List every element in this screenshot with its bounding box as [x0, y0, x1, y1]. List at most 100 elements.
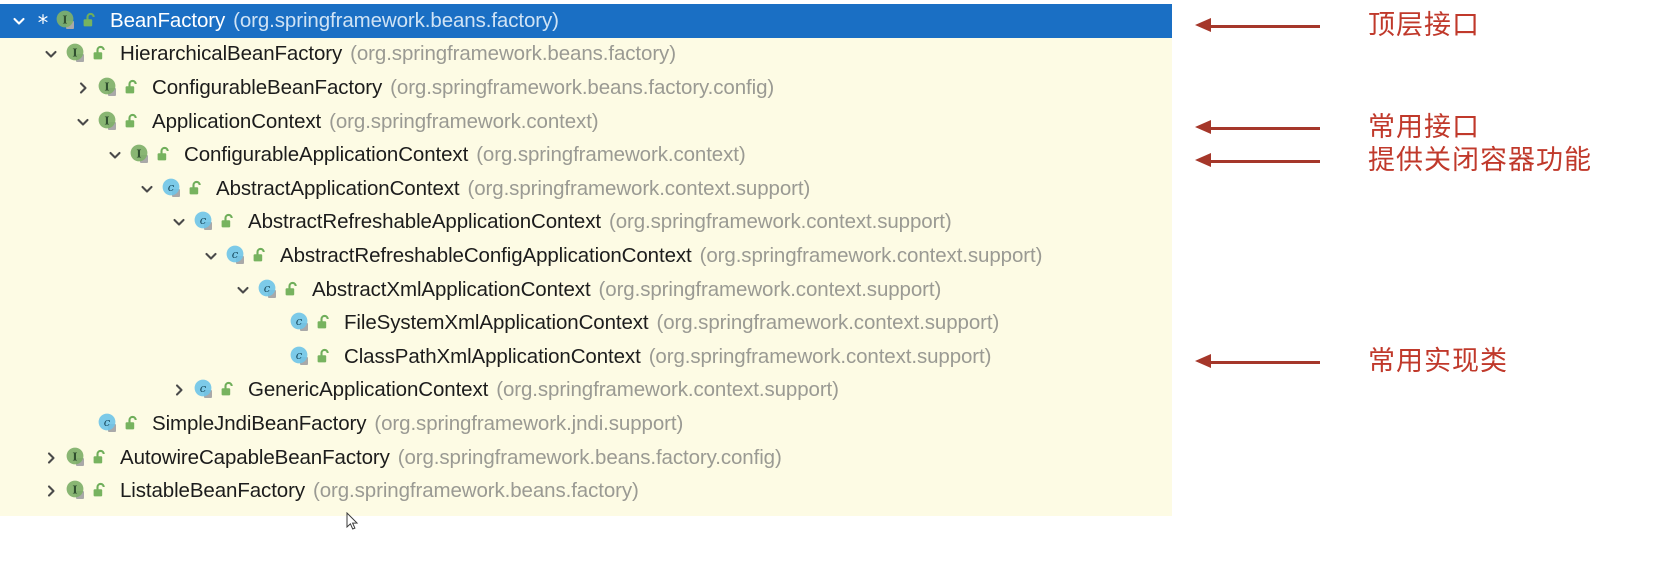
- svg-text:c: c: [200, 214, 207, 228]
- annotation-label: 顶层接口: [1368, 10, 1480, 41]
- tree-row[interactable]: c AbstractApplicationContext (org.springfr…: [0, 172, 1172, 206]
- tree-node-name: SimpleJndiBeanFactory: [152, 411, 367, 435]
- interface-icon: I: [64, 479, 90, 503]
- tree-node-package: (org.springframework.context): [329, 109, 599, 133]
- chevron-down-icon[interactable]: [166, 206, 192, 239]
- chevron-right-icon[interactable]: [38, 441, 64, 474]
- svg-text:I: I: [62, 13, 67, 26]
- svg-text:I: I: [104, 114, 109, 127]
- tree-node-name: AbstractXmlApplicationContext: [312, 277, 591, 301]
- svg-text:I: I: [72, 47, 77, 60]
- tree-indent-spacer: [70, 407, 96, 440]
- public-unlocked-icon: [315, 312, 337, 334]
- class-icon: c: [192, 210, 218, 234]
- annotation-label: 常用接口: [1368, 112, 1480, 143]
- chevron-down-icon[interactable]: [6, 4, 32, 37]
- svg-text:I: I: [72, 450, 77, 463]
- chevron-down-icon[interactable]: [70, 105, 96, 138]
- tree-indent-spacer: [262, 340, 288, 373]
- annotation-label: 常用实现类: [1368, 346, 1508, 377]
- chevron-down-icon[interactable]: [134, 172, 160, 205]
- svg-text:c: c: [104, 415, 111, 429]
- tree-node-name: AutowireCapableBeanFactory: [120, 445, 390, 469]
- svg-text:I: I: [136, 148, 141, 161]
- class-icon: c: [192, 378, 218, 402]
- tree-node-package: (org.springframework.context.support): [496, 378, 839, 402]
- svg-text:I: I: [104, 80, 109, 93]
- tree-row[interactable]: c AbstractXmlApplicationContext (org.sprin…: [0, 273, 1172, 307]
- public-unlocked-icon: [123, 413, 145, 435]
- interface-icon: I: [64, 446, 90, 470]
- class-icon: c: [256, 278, 282, 302]
- tree-indent-spacer: [262, 307, 288, 340]
- annotation-arrow-icon: [1195, 354, 1320, 369]
- public-unlocked-icon: [91, 447, 113, 469]
- tree-node-name: BeanFactory: [110, 8, 226, 32]
- public-unlocked-icon: [91, 43, 113, 65]
- tree-node-package: (org.springframework.context.support): [598, 277, 942, 301]
- chevron-right-icon[interactable]: [70, 71, 96, 104]
- tree-row[interactable]: I ApplicationContext (org.springframework.…: [0, 105, 1172, 139]
- public-unlocked-icon: [123, 111, 145, 133]
- tree-node-package: (org.springframework.context.support): [467, 176, 811, 200]
- chevron-right-icon[interactable]: [38, 475, 64, 508]
- tree-node-package: (org.springframework.context): [476, 143, 746, 167]
- tree-row[interactable]: I ConfigurableApplicationContext (org.spri…: [0, 138, 1172, 172]
- tree-row[interactable]: c AbstractRefreshableConfigApplicationCon…: [0, 239, 1172, 273]
- tree-node-name: ConfigurableApplicationContext: [184, 143, 469, 167]
- public-unlocked-icon: [283, 279, 305, 301]
- tree-node-package: (org.springframework.context.support): [699, 243, 1043, 267]
- annotation-callout: 提供关闭容器功能: [1195, 145, 1592, 176]
- svg-text:c: c: [232, 247, 239, 261]
- public-unlocked-icon: [81, 10, 103, 32]
- annotation-callout: 常用实现类: [1195, 346, 1508, 377]
- class-icon: c: [160, 177, 186, 201]
- tree-node-package: (org.springframework.context.support): [608, 210, 952, 234]
- public-unlocked-icon: [219, 379, 241, 401]
- chevron-down-icon[interactable]: [198, 239, 224, 272]
- chevron-down-icon[interactable]: [230, 273, 256, 306]
- tree-node-name: ListableBeanFactory: [120, 479, 305, 503]
- svg-text:I: I: [72, 484, 77, 497]
- interface-icon: I: [96, 110, 122, 134]
- annotation-arrow-icon: [1195, 18, 1320, 33]
- interface-icon: I: [54, 9, 80, 33]
- tree-node-package: (org.springframework.beans.factory.confi…: [390, 75, 775, 99]
- public-unlocked-icon: [155, 144, 177, 166]
- tree-node-name: ConfigurableBeanFactory: [152, 75, 383, 99]
- annotation-arrow-icon: [1195, 120, 1320, 135]
- tree-node-name: ClassPathXmlApplicationContext: [344, 344, 641, 368]
- mouse-pointer-icon: [346, 511, 360, 532]
- annotation-label: 提供关闭容器功能: [1368, 145, 1592, 176]
- tree-node-package: (org.springframework.beans.factory.confi…: [397, 445, 782, 469]
- chevron-down-icon[interactable]: [38, 38, 64, 71]
- chevron-down-icon[interactable]: [102, 139, 128, 172]
- tree-node-name: AbstractApplicationContext: [216, 176, 460, 200]
- annotation-arrow-icon: [1195, 153, 1320, 168]
- chevron-right-icon[interactable]: [166, 374, 192, 407]
- tree-row[interactable]: c GenericApplicationContext (org.springfra…: [0, 374, 1172, 408]
- tree-node-package: (org.springframework.beans.factory): [350, 42, 676, 66]
- annotation-callout: 常用接口: [1195, 112, 1480, 143]
- svg-text:c: c: [296, 348, 303, 362]
- svg-text:c: c: [200, 382, 207, 396]
- tree-node-name: AbstractRefreshableConfigApplicationCont…: [280, 243, 692, 267]
- tree-node-name: FileSystemXmlApplicationContext: [344, 311, 649, 335]
- tree-node-name: ApplicationContext: [152, 109, 322, 133]
- annotation-callout: 顶层接口: [1195, 10, 1480, 41]
- public-unlocked-icon: [123, 77, 145, 99]
- tree-node-name: GenericApplicationContext: [248, 378, 489, 402]
- tree-row[interactable]: I ConfigurableBeanFactory (org.springframe…: [0, 71, 1172, 105]
- public-unlocked-icon: [315, 346, 337, 368]
- svg-text:c: c: [264, 281, 271, 295]
- public-unlocked-icon: [91, 480, 113, 502]
- tree-row[interactable]: I AutowireCapableBeanFactory (org.springfr…: [0, 441, 1172, 475]
